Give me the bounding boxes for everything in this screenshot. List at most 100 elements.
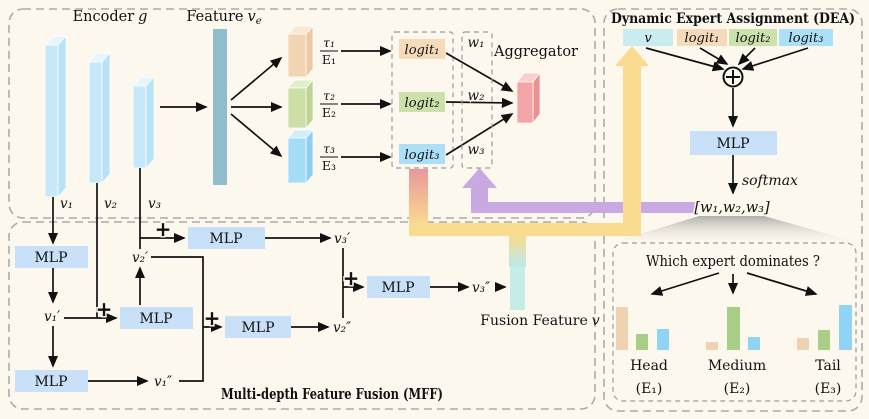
encoder-bar-2 <box>88 52 111 184</box>
tail-bar-e1 <box>797 338 809 350</box>
logits-group-box <box>391 31 454 169</box>
panel-mff <box>8 221 596 410</box>
mlp-box-4 <box>15 370 88 392</box>
v1-dblprime-label: v₁″ <box>154 374 172 390</box>
svg-text:MLP: MLP <box>381 280 414 296</box>
dea-title: Dynamic Expert Assignment (DEA) <box>611 11 855 27</box>
w3-label: w₃ <box>468 142 485 158</box>
aggregator-label: Aggregator <box>493 44 578 60</box>
svg-text:MLP: MLP <box>34 250 67 266</box>
svg-text:E₂: E₂ <box>322 105 336 120</box>
dea-mlp-label: MLP <box>716 136 749 152</box>
logit1-chip <box>399 39 445 59</box>
v3-dblprime-label: v₃″ <box>472 280 490 296</box>
v3-label: v₃ <box>148 196 161 212</box>
dea-logit2-label: logit₂ <box>736 31 771 46</box>
v1-label: v₁ <box>60 196 73 212</box>
tail-label: Tail <box>815 358 841 374</box>
svg-text:MLP: MLP <box>34 374 67 390</box>
medium-expert-label: (E₂) <box>724 381 751 397</box>
svg-text:τ₁: τ₁ <box>323 35 335 50</box>
tail-expert-label: (E₃) <box>815 381 842 397</box>
arrow-feature-to-expert1 <box>230 56 283 101</box>
panel-encoder-experts <box>8 8 596 219</box>
dea-logit1-chip <box>677 29 727 46</box>
mlp-box-5 <box>367 276 430 298</box>
v2-prime-label: v₂′ <box>132 250 148 266</box>
dea-concat-arrows <box>645 47 809 72</box>
svg-text:τ₃: τ₃ <box>323 141 335 156</box>
ratio-label-3: τ₃ E₃ <box>320 141 338 173</box>
w1-label: w₁ <box>468 35 485 51</box>
tail-bar-e3 <box>839 305 852 350</box>
weights-group-box <box>461 31 493 169</box>
mlp-box-2 <box>120 307 193 329</box>
feature-bar <box>213 29 227 185</box>
v1-prime-label: v₁′ <box>44 309 60 325</box>
mff-wires <box>47 168 507 387</box>
circled-plus-icon <box>722 66 744 88</box>
panel-expert-dominates <box>612 242 857 402</box>
plus-icon-1: + <box>96 297 113 321</box>
svg-text:E₁: E₁ <box>322 52 336 67</box>
softmax-label: softmax <box>742 173 798 189</box>
head-bar-e1 <box>616 307 628 350</box>
v2-label: v₂ <box>104 196 117 212</box>
dea-v-label: v <box>644 31 652 46</box>
head-bar-e3 <box>657 329 669 350</box>
logit2-chip <box>399 92 445 112</box>
head-bar-e2 <box>636 334 648 350</box>
logit2-label: logit₂ <box>405 96 440 111</box>
dea-logit3-label: logit₃ <box>789 31 824 46</box>
mlp-box-top <box>188 227 265 249</box>
expert-box-3 <box>287 129 314 184</box>
svg-text:MLP: MLP <box>209 231 242 247</box>
purple-weight-path <box>462 168 698 213</box>
head-label: Head <box>630 358 668 374</box>
medium-bar-e2 <box>727 307 740 350</box>
svg-text:MLP: MLP <box>241 320 274 336</box>
fusion-feature-bar <box>510 267 525 310</box>
arrow-logit3-to-aggregator <box>445 113 514 156</box>
arrow-logit2-to-aggregator <box>445 97 514 108</box>
dea-logit3-chip <box>779 29 833 46</box>
mff-title: Multi-depth Feature Fusion (MFF) <box>221 386 443 403</box>
dominates-question: Which expert dominates ? <box>646 252 820 270</box>
dea-logit1-label: logit₁ <box>685 31 720 46</box>
dominates-arrows <box>650 272 818 296</box>
yellow-arrowhead-icon <box>615 46 649 66</box>
svg-text:MLP: MLP <box>139 311 172 327</box>
head-expert-label: (E₁) <box>636 381 663 397</box>
plus-icon-2: + <box>155 217 172 241</box>
v2-dblprime-label: v₂″ <box>333 320 351 336</box>
expert-box-2 <box>287 79 314 129</box>
encoder-bar-3 <box>132 76 155 169</box>
purple-arrowhead-icon <box>462 168 497 188</box>
v3-prime-label: v₃′ <box>334 231 350 247</box>
mlp-box-1 <box>15 246 88 268</box>
weight-vector-label: [w₁,w₂,w₃] <box>694 200 770 216</box>
svg-text:τ₂: τ₂ <box>323 88 335 103</box>
arrow-logit1-to-aggregator <box>445 52 514 92</box>
spotlight-funnel <box>614 216 856 242</box>
medium-bar-e1 <box>706 342 718 350</box>
encoder-bar-1 <box>44 35 67 198</box>
logit1-label: logit₁ <box>405 43 440 58</box>
ratio-label-1: τ₁ E₁ <box>320 35 338 67</box>
dea-logit2-chip <box>729 29 777 46</box>
dea-mlp-box <box>690 131 777 155</box>
tail-bar-e2 <box>818 330 830 350</box>
pink-logit-path <box>409 169 428 225</box>
ratio-label-2: τ₂ E₂ <box>320 88 338 120</box>
yellow-fusion-path <box>409 46 649 267</box>
arrow-feature-to-expert3 <box>230 113 283 158</box>
mlp-box-3 <box>225 316 291 338</box>
dea-v-chip <box>623 29 673 46</box>
w2-label: w₂ <box>468 88 485 104</box>
medium-bar-e3 <box>748 337 760 350</box>
